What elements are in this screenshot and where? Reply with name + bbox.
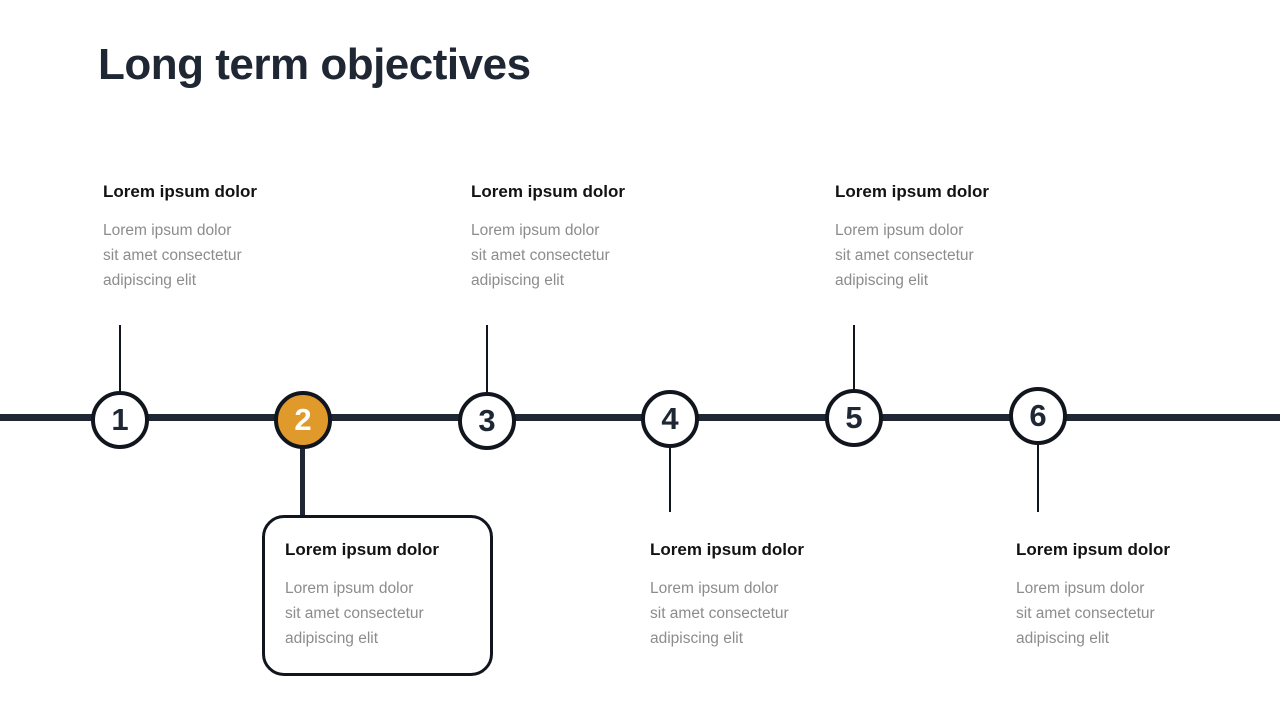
- node-number-2: 2: [294, 402, 312, 437]
- step-body-line: sit amet consectetur: [103, 247, 242, 265]
- timeline-node-2[interactable]: 2: [274, 391, 332, 449]
- step-body-line: adipiscing elit: [835, 272, 929, 290]
- step-body-line: sit amet consectetur: [285, 605, 424, 623]
- step-body-line: adipiscing elit: [285, 630, 379, 648]
- connector-line-3: [486, 325, 488, 393]
- step-heading-3: Lorem ipsum dolor: [471, 182, 625, 201]
- step-body-line: Lorem ipsum dolor: [1016, 580, 1145, 598]
- step-text-block-5: Lorem ipsum dolor Lorem ipsum dolor sit …: [835, 182, 1065, 293]
- step-body-1: Lorem ipsum dolor sit amet consectetur a…: [103, 218, 333, 293]
- node-number-1: 1: [111, 402, 129, 437]
- step-body-line: Lorem ipsum dolor: [285, 580, 414, 598]
- step-body-5: Lorem ipsum dolor sit amet consectetur a…: [835, 218, 1065, 293]
- step-text-block-3: Lorem ipsum dolor Lorem ipsum dolor sit …: [471, 182, 701, 293]
- step-body-3: Lorem ipsum dolor sit amet consectetur a…: [471, 218, 701, 293]
- step-body-line: sit amet consectetur: [835, 247, 974, 265]
- step-text-block-2: Lorem ipsum dolor Lorem ipsum dolor sit …: [285, 540, 485, 651]
- timeline-node-3[interactable]: 3: [458, 392, 516, 450]
- step-heading-6: Lorem ipsum dolor: [1016, 540, 1170, 559]
- connector-line-2: [300, 446, 305, 518]
- step-body-line: adipiscing elit: [471, 272, 565, 290]
- step-body-line: adipiscing elit: [1016, 630, 1110, 648]
- step-body-line: Lorem ipsum dolor: [103, 222, 232, 240]
- step-body-line: sit amet consectetur: [471, 247, 610, 265]
- connector-line-4: [669, 447, 671, 512]
- step-body-line: adipiscing elit: [103, 272, 197, 290]
- step-body-line: sit amet consectetur: [650, 605, 789, 623]
- step-body-line: adipiscing elit: [650, 630, 744, 648]
- step-text-block-6: Lorem ipsum dolor Lorem ipsum dolor sit …: [1016, 540, 1246, 651]
- active-step-callout-box[interactable]: Lorem ipsum dolor Lorem ipsum dolor sit …: [262, 515, 493, 676]
- step-body-line: Lorem ipsum dolor: [835, 222, 964, 240]
- page-title: Long term objectives: [98, 40, 531, 89]
- step-body-6: Lorem ipsum dolor sit amet consectetur a…: [1016, 576, 1246, 651]
- connector-line-6: [1037, 444, 1039, 512]
- step-heading-4: Lorem ipsum dolor: [650, 540, 804, 559]
- timeline-axis: [0, 414, 1280, 421]
- connector-line-1: [119, 325, 121, 393]
- step-heading-1: Lorem ipsum dolor: [103, 182, 257, 201]
- node-number-3: 3: [478, 403, 496, 438]
- node-number-5: 5: [845, 400, 863, 435]
- step-body-2: Lorem ipsum dolor sit amet consectetur a…: [285, 576, 485, 651]
- step-body-4: Lorem ipsum dolor sit amet consectetur a…: [650, 576, 880, 651]
- step-body-line: Lorem ipsum dolor: [471, 222, 600, 240]
- step-body-line: sit amet consectetur: [1016, 605, 1155, 623]
- node-number-6: 6: [1029, 398, 1047, 433]
- step-text-block-1: Lorem ipsum dolor Lorem ipsum dolor sit …: [103, 182, 333, 293]
- connector-line-5: [853, 325, 855, 390]
- step-heading-2: Lorem ipsum dolor: [285, 540, 439, 559]
- timeline-node-5[interactable]: 5: [825, 389, 883, 447]
- step-text-block-4: Lorem ipsum dolor Lorem ipsum dolor sit …: [650, 540, 880, 651]
- timeline-node-1[interactable]: 1: [91, 391, 149, 449]
- step-body-line: Lorem ipsum dolor: [650, 580, 779, 598]
- timeline-node-4[interactable]: 4: [641, 390, 699, 448]
- node-number-4: 4: [661, 401, 679, 436]
- timeline-node-6[interactable]: 6: [1009, 387, 1067, 445]
- step-heading-5: Lorem ipsum dolor: [835, 182, 989, 201]
